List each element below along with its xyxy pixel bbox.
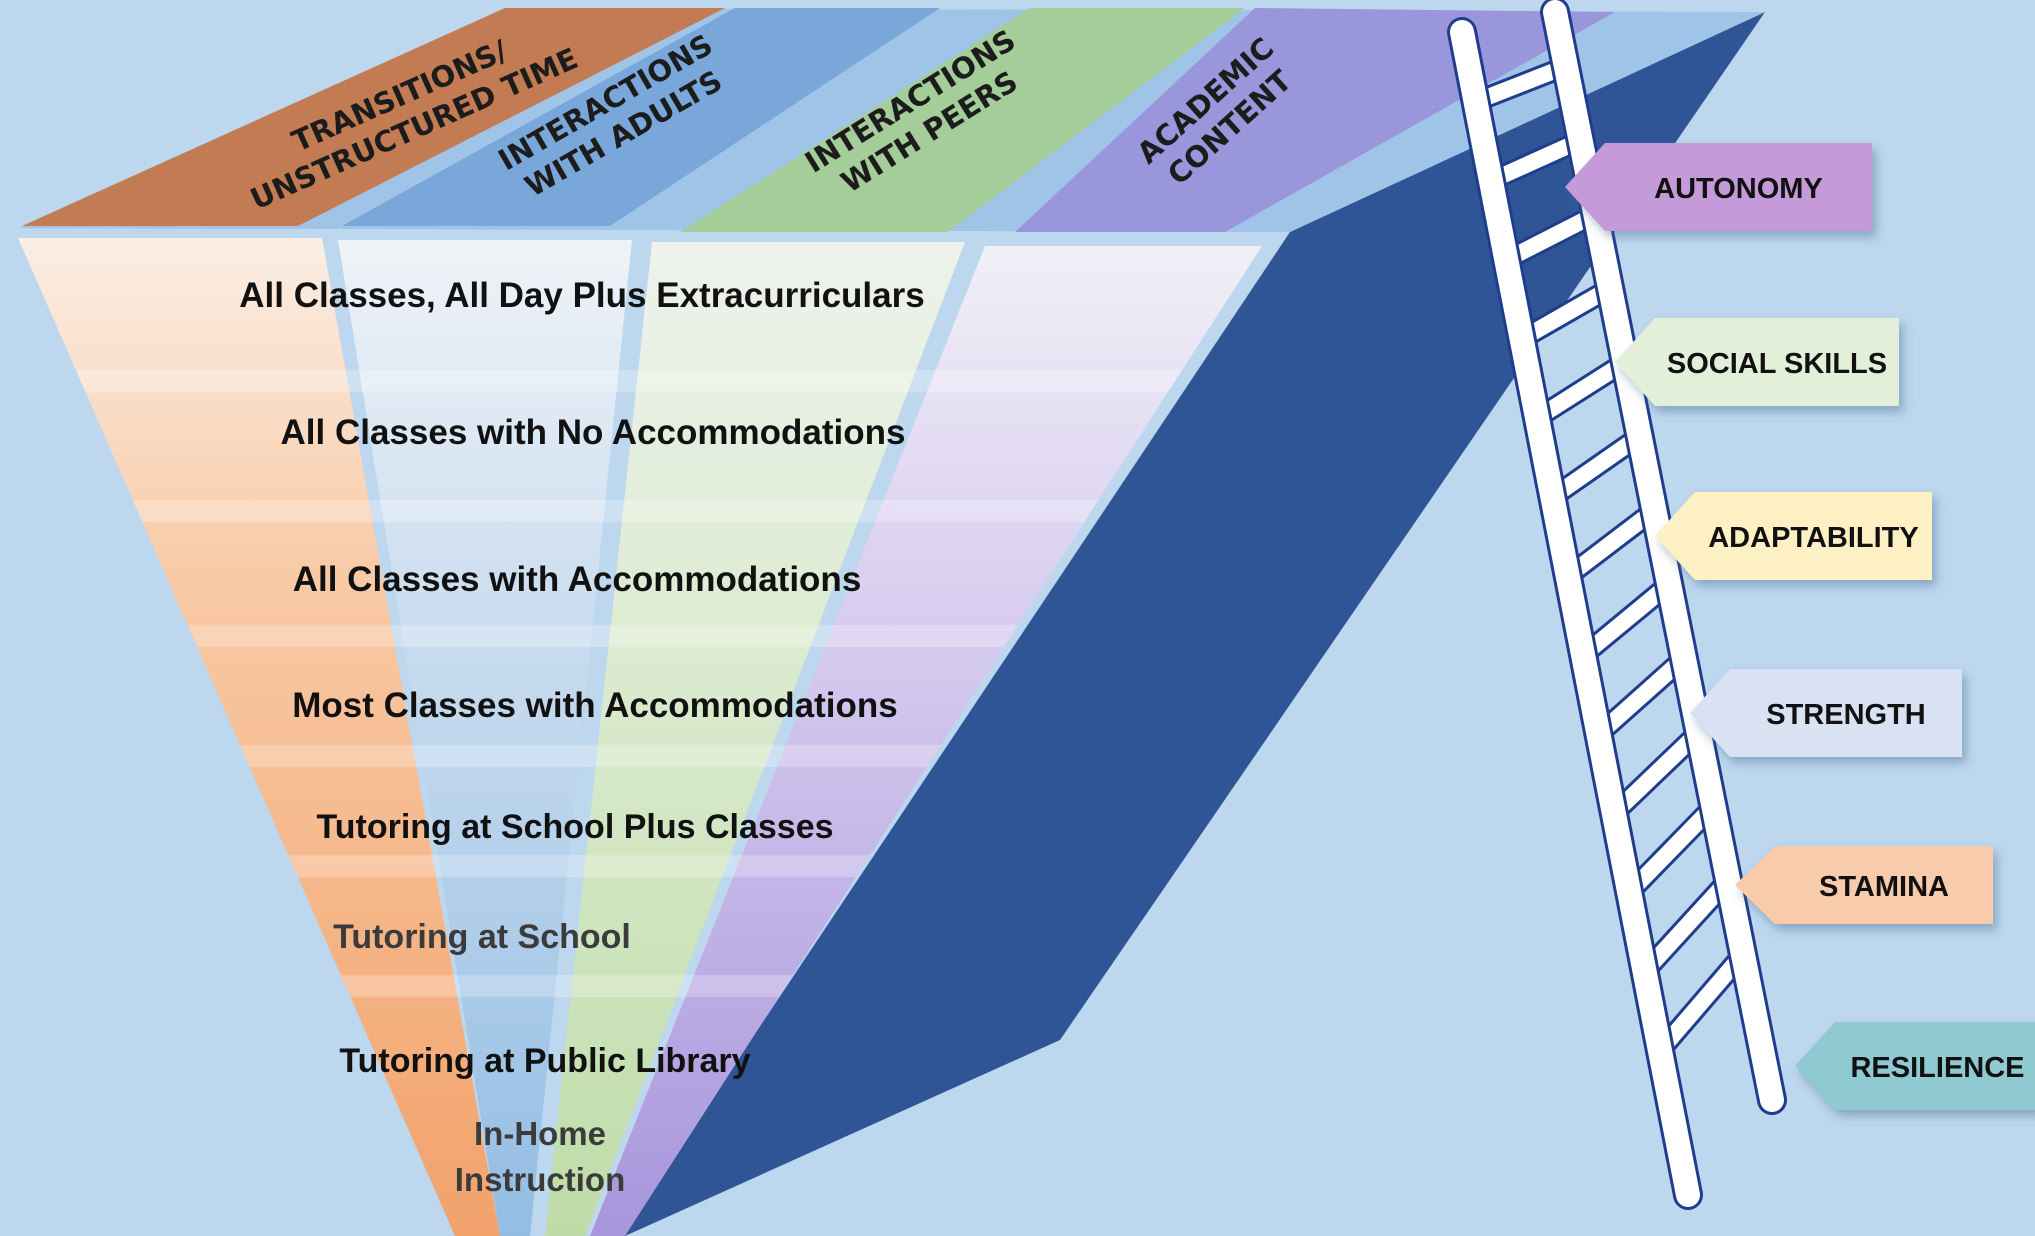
ladder-left-rail xyxy=(1450,20,1700,1207)
level-labels: All Classes, All Day Plus Extracurricula… xyxy=(239,276,924,1198)
level-label: Tutoring at Public Library xyxy=(339,1042,750,1080)
level-label: Most Classes with Accommodations xyxy=(292,686,898,725)
level-label: All Classes with No Accommodations xyxy=(281,413,906,452)
ladder-tag-label: ADAPTABILITY xyxy=(1708,522,1919,554)
ladder-tag-label: AUTONOMY xyxy=(1654,173,1823,205)
ladder-tag: AUTONOMY xyxy=(1565,143,1872,231)
ladder-rung xyxy=(1651,946,1751,1059)
ladder-tag: ADAPTABILITY xyxy=(1655,492,1932,580)
ladder-rung xyxy=(1467,58,1574,110)
ladder-tag: STAMINA xyxy=(1735,846,1993,924)
ladder-rung xyxy=(1636,872,1737,980)
ladder-tag-arrow xyxy=(1735,846,1993,924)
level-label: Instruction xyxy=(455,1161,626,1198)
ladder-rung xyxy=(1559,502,1663,585)
level-label: All Classes, All Day Plus Extracurricula… xyxy=(239,276,924,315)
ladder-rung xyxy=(1621,798,1722,901)
ladder-tag-arrow xyxy=(1565,143,1872,231)
ladder-rung xyxy=(1513,280,1619,348)
ladder-rung xyxy=(1498,206,1604,268)
ladder-rung xyxy=(1575,576,1678,664)
ladder-tag-arrow xyxy=(1615,318,1899,406)
ladder-rung xyxy=(1590,650,1692,743)
level-label: In-Home xyxy=(474,1115,606,1152)
level-label: Tutoring at School Plus Classes xyxy=(316,808,833,846)
ladder-tag: STRENGTH xyxy=(1690,669,1962,757)
pyramid-side-face xyxy=(620,12,1765,1236)
ladder-rung xyxy=(1482,132,1589,189)
header-band-peers xyxy=(680,8,1245,232)
column-headers: TRANSITIONS/ UNSTRUCTURED TIME INTERACTI… xyxy=(22,8,1615,232)
ladder-tag-label: STRENGTH xyxy=(1766,699,1926,731)
ladder-rung xyxy=(1544,428,1648,506)
header-band-adults xyxy=(342,8,940,226)
ladder-tag-label: RESILIENCE xyxy=(1850,1052,2024,1084)
ladder-tag: RESILIENCE xyxy=(1795,1022,2035,1110)
ladder-tag-arrow xyxy=(1690,669,1962,757)
ladder-rung xyxy=(1605,724,1707,822)
level-label: Tutoring at School xyxy=(333,918,631,956)
level-label: All Classes with Accommodations xyxy=(293,560,862,599)
ladder-tag-arrow xyxy=(1795,1022,2035,1110)
ladder-tag-arrow xyxy=(1655,492,1932,580)
header-band-transitions xyxy=(22,8,725,226)
ladder-tags: AUTONOMY SOCIAL SKILLS ADAPTABILITY STRENGT… xyxy=(1565,143,2035,1110)
ladder-tag: SOCIAL SKILLS xyxy=(1615,318,1899,406)
front-face-stripes xyxy=(18,238,1262,1236)
ladder-rung xyxy=(1529,354,1633,427)
ladder-tag-label: SOCIAL SKILLS xyxy=(1667,348,1887,380)
ladder-tag-label: STAMINA xyxy=(1819,871,1949,903)
pyramid-front-face xyxy=(18,238,1262,1236)
